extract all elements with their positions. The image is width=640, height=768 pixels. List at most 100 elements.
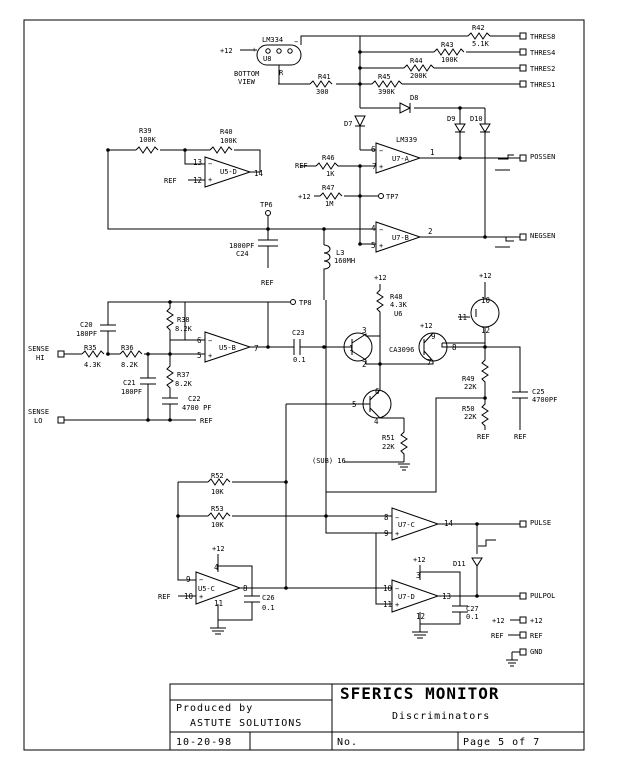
u7b-comparator: U7-B 45 −+ 2 NEGSEN	[358, 166, 555, 253]
svg-text:7: 7	[254, 344, 259, 353]
r50-ref: R50	[462, 405, 475, 413]
c25-ref: C25	[532, 388, 545, 396]
thres4-label: THRES4	[530, 49, 555, 57]
svg-text:13: 13	[193, 158, 202, 167]
r50-ref-net: REF	[477, 433, 490, 441]
lm334-current-source: LM334 U8 + − R BOTTOM VIEW +12 R41 300	[220, 35, 360, 96]
ref-net: REF	[491, 632, 504, 640]
sense-lo-terminal	[57, 416, 65, 424]
thres1-terminal	[519, 80, 527, 88]
r53-ref: R53	[211, 505, 224, 513]
r47-ref: R47	[322, 184, 335, 192]
c22-value: 4700 PF	[182, 404, 212, 412]
thres2-label: THRES2	[530, 65, 555, 73]
svg-text:11: 11	[458, 313, 467, 322]
u5c-label: U5-C	[198, 585, 215, 593]
u7a-comparator: U7-A LM339 67 −+ 1 POSSEN REF R46 1K	[295, 136, 555, 178]
r37-ref: R37	[177, 371, 190, 379]
u6-q2-supply: +12	[420, 322, 433, 330]
c27-ref: C27	[466, 605, 479, 613]
no-label: No.	[337, 737, 358, 748]
date: 10-20-98	[176, 737, 232, 748]
r42-value: 5.1K	[472, 40, 490, 48]
svg-text:2: 2	[362, 360, 367, 369]
u5c-ref: REF	[158, 593, 171, 601]
r39-ref: R39	[139, 127, 152, 135]
lm334-label: LM334	[262, 36, 283, 44]
produced-by: Produced by	[176, 703, 253, 714]
bottom-label: BOTTOM	[234, 70, 259, 78]
gnd-out-label: GND	[530, 648, 543, 656]
d11-label: D11	[453, 560, 466, 568]
threshold-ladder: THRES8 THRES4 THRES2 THRES1 R42 5.1K R43…	[278, 24, 555, 108]
d7-label: D7	[344, 120, 352, 128]
thres8-terminal	[519, 32, 527, 40]
r36-ref: R36	[121, 344, 134, 352]
u7d-label: U7-D	[398, 593, 415, 601]
sub-label: (SUB) 16	[312, 457, 346, 465]
tp8-label: TP8	[299, 299, 312, 307]
pulse-section: R52 10K R53 10K U7-C 89 −+ 14 PULSE D11 …	[158, 300, 555, 639]
u7c-label: U7-C	[398, 521, 415, 529]
svg-text:12: 12	[481, 326, 490, 335]
r51-ref: R51	[382, 434, 395, 442]
l3-value: 160MH	[334, 257, 355, 265]
c23-value: 0.1	[293, 356, 306, 364]
ca3096-label: CA3096	[389, 346, 414, 354]
r38-value: 8.2K	[175, 325, 193, 333]
u7d-supply: +12	[413, 556, 426, 564]
r53-value: 10K	[211, 521, 224, 529]
r40-ref: R40	[220, 128, 233, 136]
tp7-label: TP7	[386, 193, 399, 201]
p12-net: +12	[492, 617, 505, 625]
r44-ref: R44	[410, 57, 423, 65]
svg-text:−: −	[379, 226, 383, 234]
r46-value: 1K	[326, 170, 335, 178]
r48-supply: +12	[374, 274, 387, 282]
c22-ref: C22	[188, 395, 201, 403]
svg-text:4: 4	[214, 563, 219, 572]
r47-bias: +12 R47 1M TP7	[298, 184, 399, 208]
pulse-label: PULSE	[530, 519, 551, 527]
r48-ref: R48	[390, 293, 403, 301]
c24-value: 1800PF	[229, 242, 254, 250]
svg-text:4: 4	[374, 417, 379, 426]
svg-text:1: 1	[349, 344, 354, 353]
d10-label: D10	[470, 115, 483, 123]
input-network: SENSE HI SENSE LO R35 4.3K R36 8.2K C20 …	[28, 299, 340, 425]
company: ASTUTE SOLUTIONS	[190, 718, 302, 729]
c26-ref: C26	[262, 594, 275, 602]
r42-ref: R42	[472, 24, 485, 32]
r51-value: 22K	[382, 443, 395, 451]
sense-lo-ref: REF	[200, 417, 213, 425]
c21-value: 180PF	[121, 388, 142, 396]
svg-text:+: +	[208, 176, 212, 184]
r41-ref: R41	[318, 73, 331, 81]
title-block: SFERICS MONITOR Discriminators Produced …	[169, 683, 585, 751]
drawing-border	[23, 19, 585, 751]
page-number: Page 5 of 7	[463, 737, 540, 748]
r45-value: 390K	[378, 88, 396, 96]
r47-supply: +12	[298, 193, 311, 201]
u6-transistor-array: +12 R48 4.3K 1 3 2 U6 CA3096 +12 9 7 8 +…	[286, 272, 557, 493]
svg-text:3: 3	[416, 571, 421, 580]
svg-text:+: +	[395, 530, 399, 538]
subtitle: Discriminators	[392, 711, 490, 722]
lm339-label: LM339	[396, 136, 417, 144]
r47-value: 1M	[325, 200, 333, 208]
d8-label: D8	[410, 94, 418, 102]
c25-ref-net: REF	[514, 433, 527, 441]
r38-ref: R38	[177, 316, 190, 324]
possen-label: POSSEN	[530, 153, 555, 161]
svg-text:−: −	[379, 147, 383, 155]
c23-ref: C23	[292, 329, 305, 337]
svg-text:5: 5	[197, 351, 202, 360]
u6-label: U6	[394, 310, 402, 318]
u5b-label: U5-B	[219, 344, 236, 352]
r35-ref: R35	[84, 344, 97, 352]
r49-value: 22K	[464, 383, 477, 391]
svg-text:−: −	[395, 585, 399, 593]
r49-ref: R49	[462, 375, 475, 383]
c21-ref: C21	[123, 379, 136, 387]
